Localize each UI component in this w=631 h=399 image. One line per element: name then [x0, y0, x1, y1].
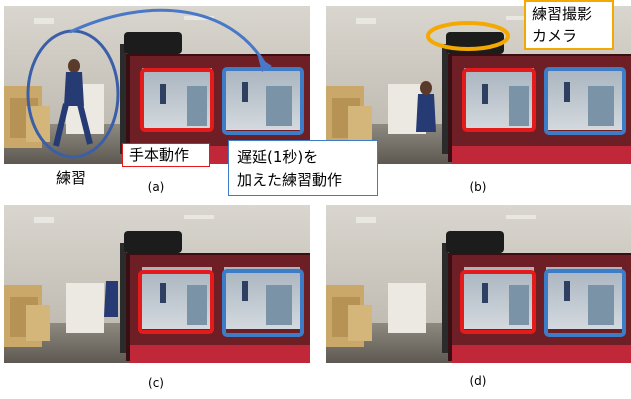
- delayed-line1: 遅延(1秒)を: [237, 148, 319, 166]
- label-b: (b): [469, 180, 487, 194]
- panel-c: [4, 205, 310, 363]
- model-motion-label: 手本動作: [129, 146, 190, 164]
- label-d: (d): [469, 374, 487, 388]
- camera-line2: カメラ: [532, 27, 578, 45]
- camera-callout: 練習撮影 カメラ: [524, 0, 614, 50]
- practice-label: 練習: [56, 169, 87, 187]
- delayed-line2: 加えた練習動作: [237, 171, 343, 189]
- photo-d: [326, 205, 631, 363]
- camera-line1: 練習撮影: [532, 5, 593, 23]
- label-a: (a): [147, 180, 165, 194]
- photo-c: [4, 205, 310, 363]
- photo-b: [326, 6, 631, 164]
- delayed-motion-callout: 遅延(1秒)を 加えた練習動作: [228, 140, 378, 196]
- panel-d: [326, 205, 631, 363]
- label-c: (c): [148, 376, 164, 390]
- panel-b: [326, 6, 631, 164]
- model-motion-callout: 手本動作: [122, 143, 210, 167]
